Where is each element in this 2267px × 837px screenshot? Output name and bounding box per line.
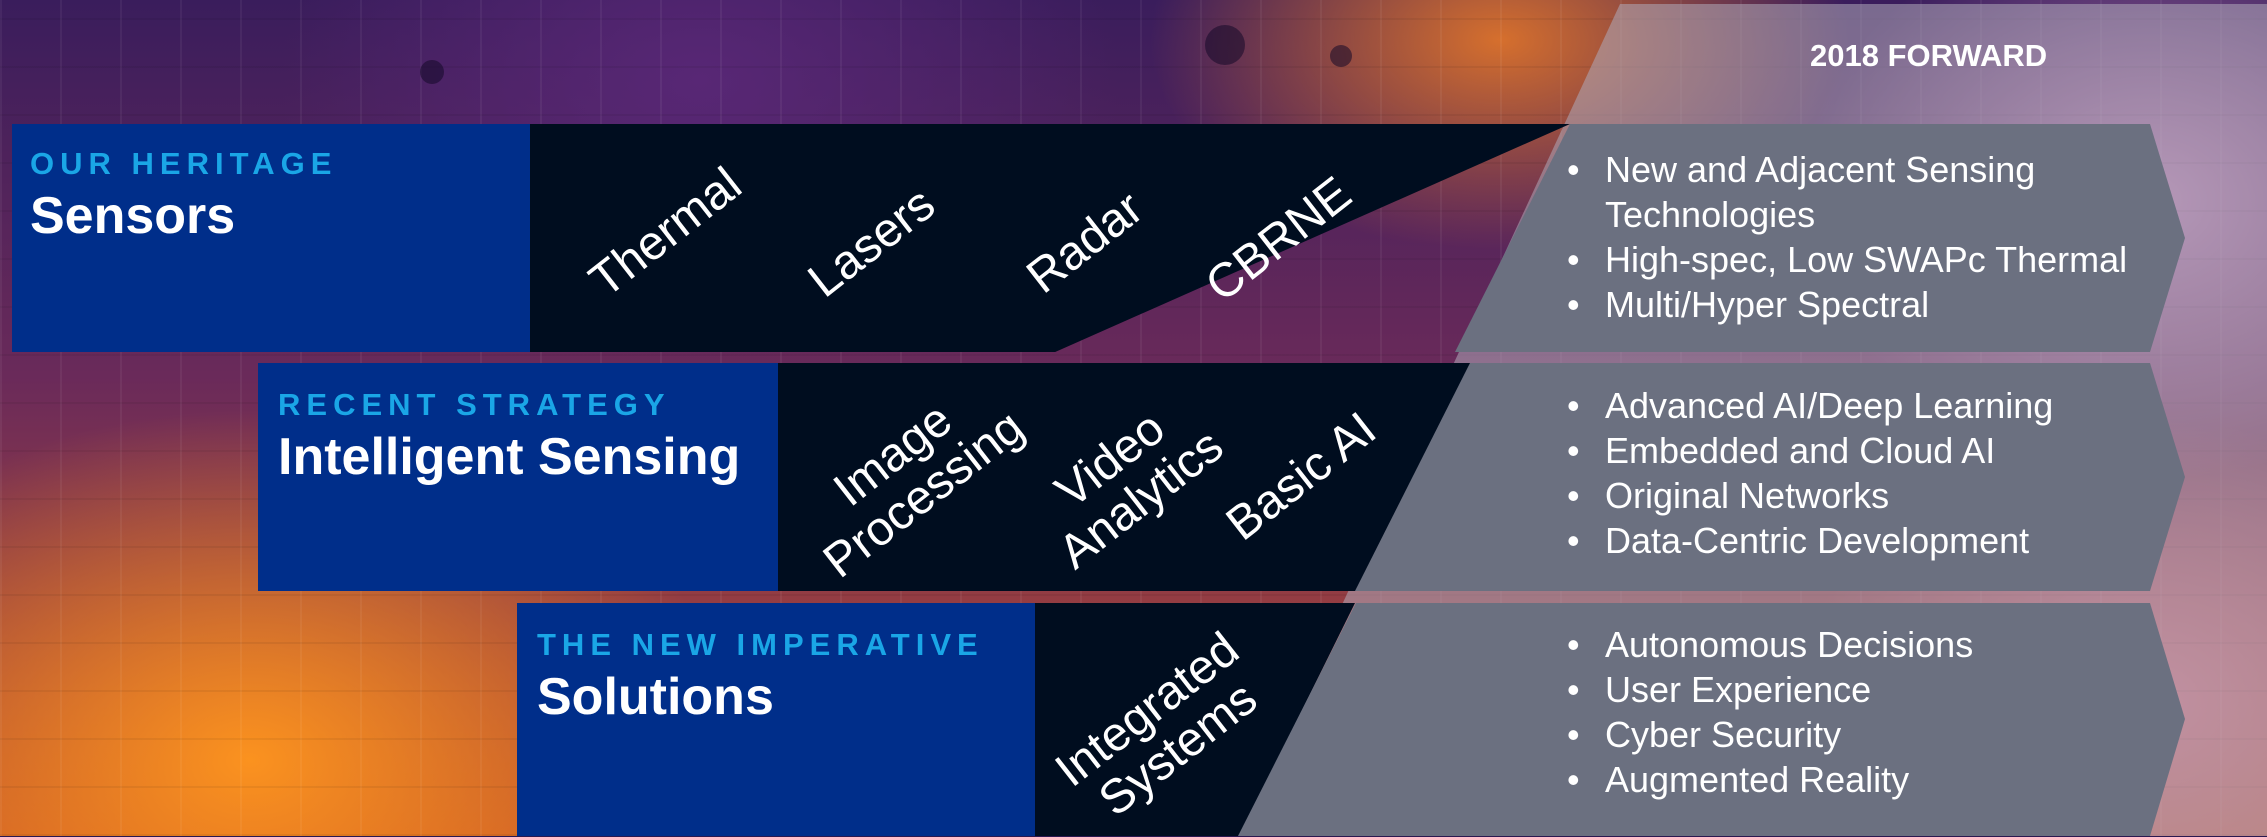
bullet-icon: •: [1567, 284, 1580, 325]
list-item: •Multi/Hyper Spectral: [1567, 284, 1930, 325]
decorative-dot: [1205, 25, 1245, 65]
bullet-icon: •: [1567, 624, 1580, 665]
bullet-icon: •: [1567, 385, 1580, 426]
list-item: •Augmented Reality: [1567, 759, 1910, 800]
heritage-title: Sensors: [30, 187, 236, 245]
bullet-icon: •: [1567, 669, 1580, 710]
bullet-icon: •: [1567, 475, 1580, 516]
list-item: •Autonomous Decisions: [1567, 624, 1974, 665]
imperative-forward-list: •Autonomous Decisions •User Experience •…: [1555, 622, 1973, 802]
strategy-panel: [258, 363, 778, 591]
imperative-title: Solutions: [537, 668, 774, 726]
decorative-dot: [1330, 45, 1352, 67]
strategy-arrow: [1355, 363, 2185, 591]
forward-label: 2018 FORWARD: [1810, 38, 2048, 73]
list-item: •User Experience: [1567, 669, 1872, 710]
list-item: •Advanced AI/Deep Learning: [1567, 385, 2054, 426]
bullet-icon: •: [1567, 430, 1580, 471]
strategy-forward-list: •Advanced AI/Deep Learning •Embedded and…: [1555, 383, 2053, 563]
imperative-eyebrow: THE NEW IMPERATIVE: [537, 627, 984, 662]
bullet-icon: •: [1567, 149, 1580, 190]
bullet-icon: •: [1567, 520, 1580, 561]
strategy-title: Intelligent Sensing: [278, 428, 741, 486]
list-item: •High-spec, Low SWAPc Thermal: [1567, 239, 2128, 280]
list-item: •Cyber Security: [1567, 714, 1842, 755]
list-item-continuation: Technologies: [1605, 194, 1816, 235]
heritage-forward-list: •New and Adjacent Sensing Technologies •…: [1555, 147, 2127, 327]
decorative-dot: [420, 60, 444, 84]
list-item: •New and Adjacent Sensing: [1567, 149, 2036, 190]
bullet-icon: •: [1567, 759, 1580, 800]
imperative-arrow: [1238, 603, 2185, 836]
heritage-arrow: [1455, 124, 2185, 352]
bullet-icon: •: [1567, 239, 1580, 280]
strategy-eyebrow: RECENT STRATEGY: [278, 387, 671, 422]
list-item: •Original Networks: [1567, 475, 1890, 516]
list-item: •Data-Centric Development: [1567, 520, 2030, 561]
list-item: •Embedded and Cloud AI: [1567, 430, 1996, 471]
heritage-panel: [12, 124, 530, 352]
strategy-tags-panel: [778, 363, 1478, 591]
bullet-icon: •: [1567, 714, 1580, 755]
imperative-panel: [517, 603, 1035, 836]
heritage-eyebrow: OUR HERITAGE: [30, 146, 338, 181]
